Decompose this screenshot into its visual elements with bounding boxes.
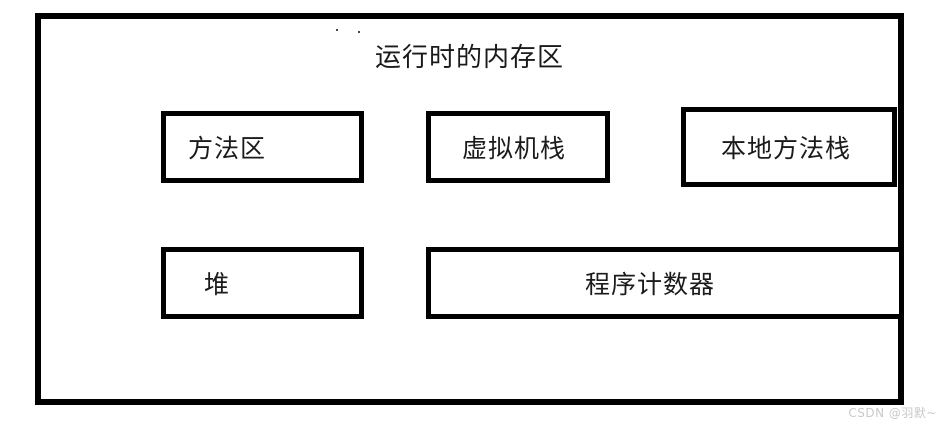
memory-region-native-method-stack: 本地方法栈 xyxy=(681,107,897,187)
memory-region-label: 方法区 xyxy=(188,134,267,163)
memory-region-label: 堆 xyxy=(204,270,231,299)
diagram-title: 运行时的内存区 xyxy=(374,43,564,73)
memory-region-vm-stack: 虚拟机栈 xyxy=(426,111,610,183)
scan-speckle-icon xyxy=(336,29,338,31)
memory-region-program-counter: 程序计数器 xyxy=(426,247,904,319)
memory-region-label: 虚拟机栈 xyxy=(461,134,566,163)
scan-speckle-icon xyxy=(358,31,360,33)
memory-region-label: 程序计数器 xyxy=(584,270,715,299)
csdn-watermark: CSDN @羽默~ xyxy=(848,406,937,420)
runtime-memory-area-frame: 运行时的内存区 方法区 虚拟机栈 本地方法栈 堆 程序计数器 xyxy=(35,13,904,405)
memory-region-heap: 堆 xyxy=(161,247,364,319)
memory-region-method-area: 方法区 xyxy=(161,111,364,183)
memory-region-label: 本地方法栈 xyxy=(720,134,851,163)
